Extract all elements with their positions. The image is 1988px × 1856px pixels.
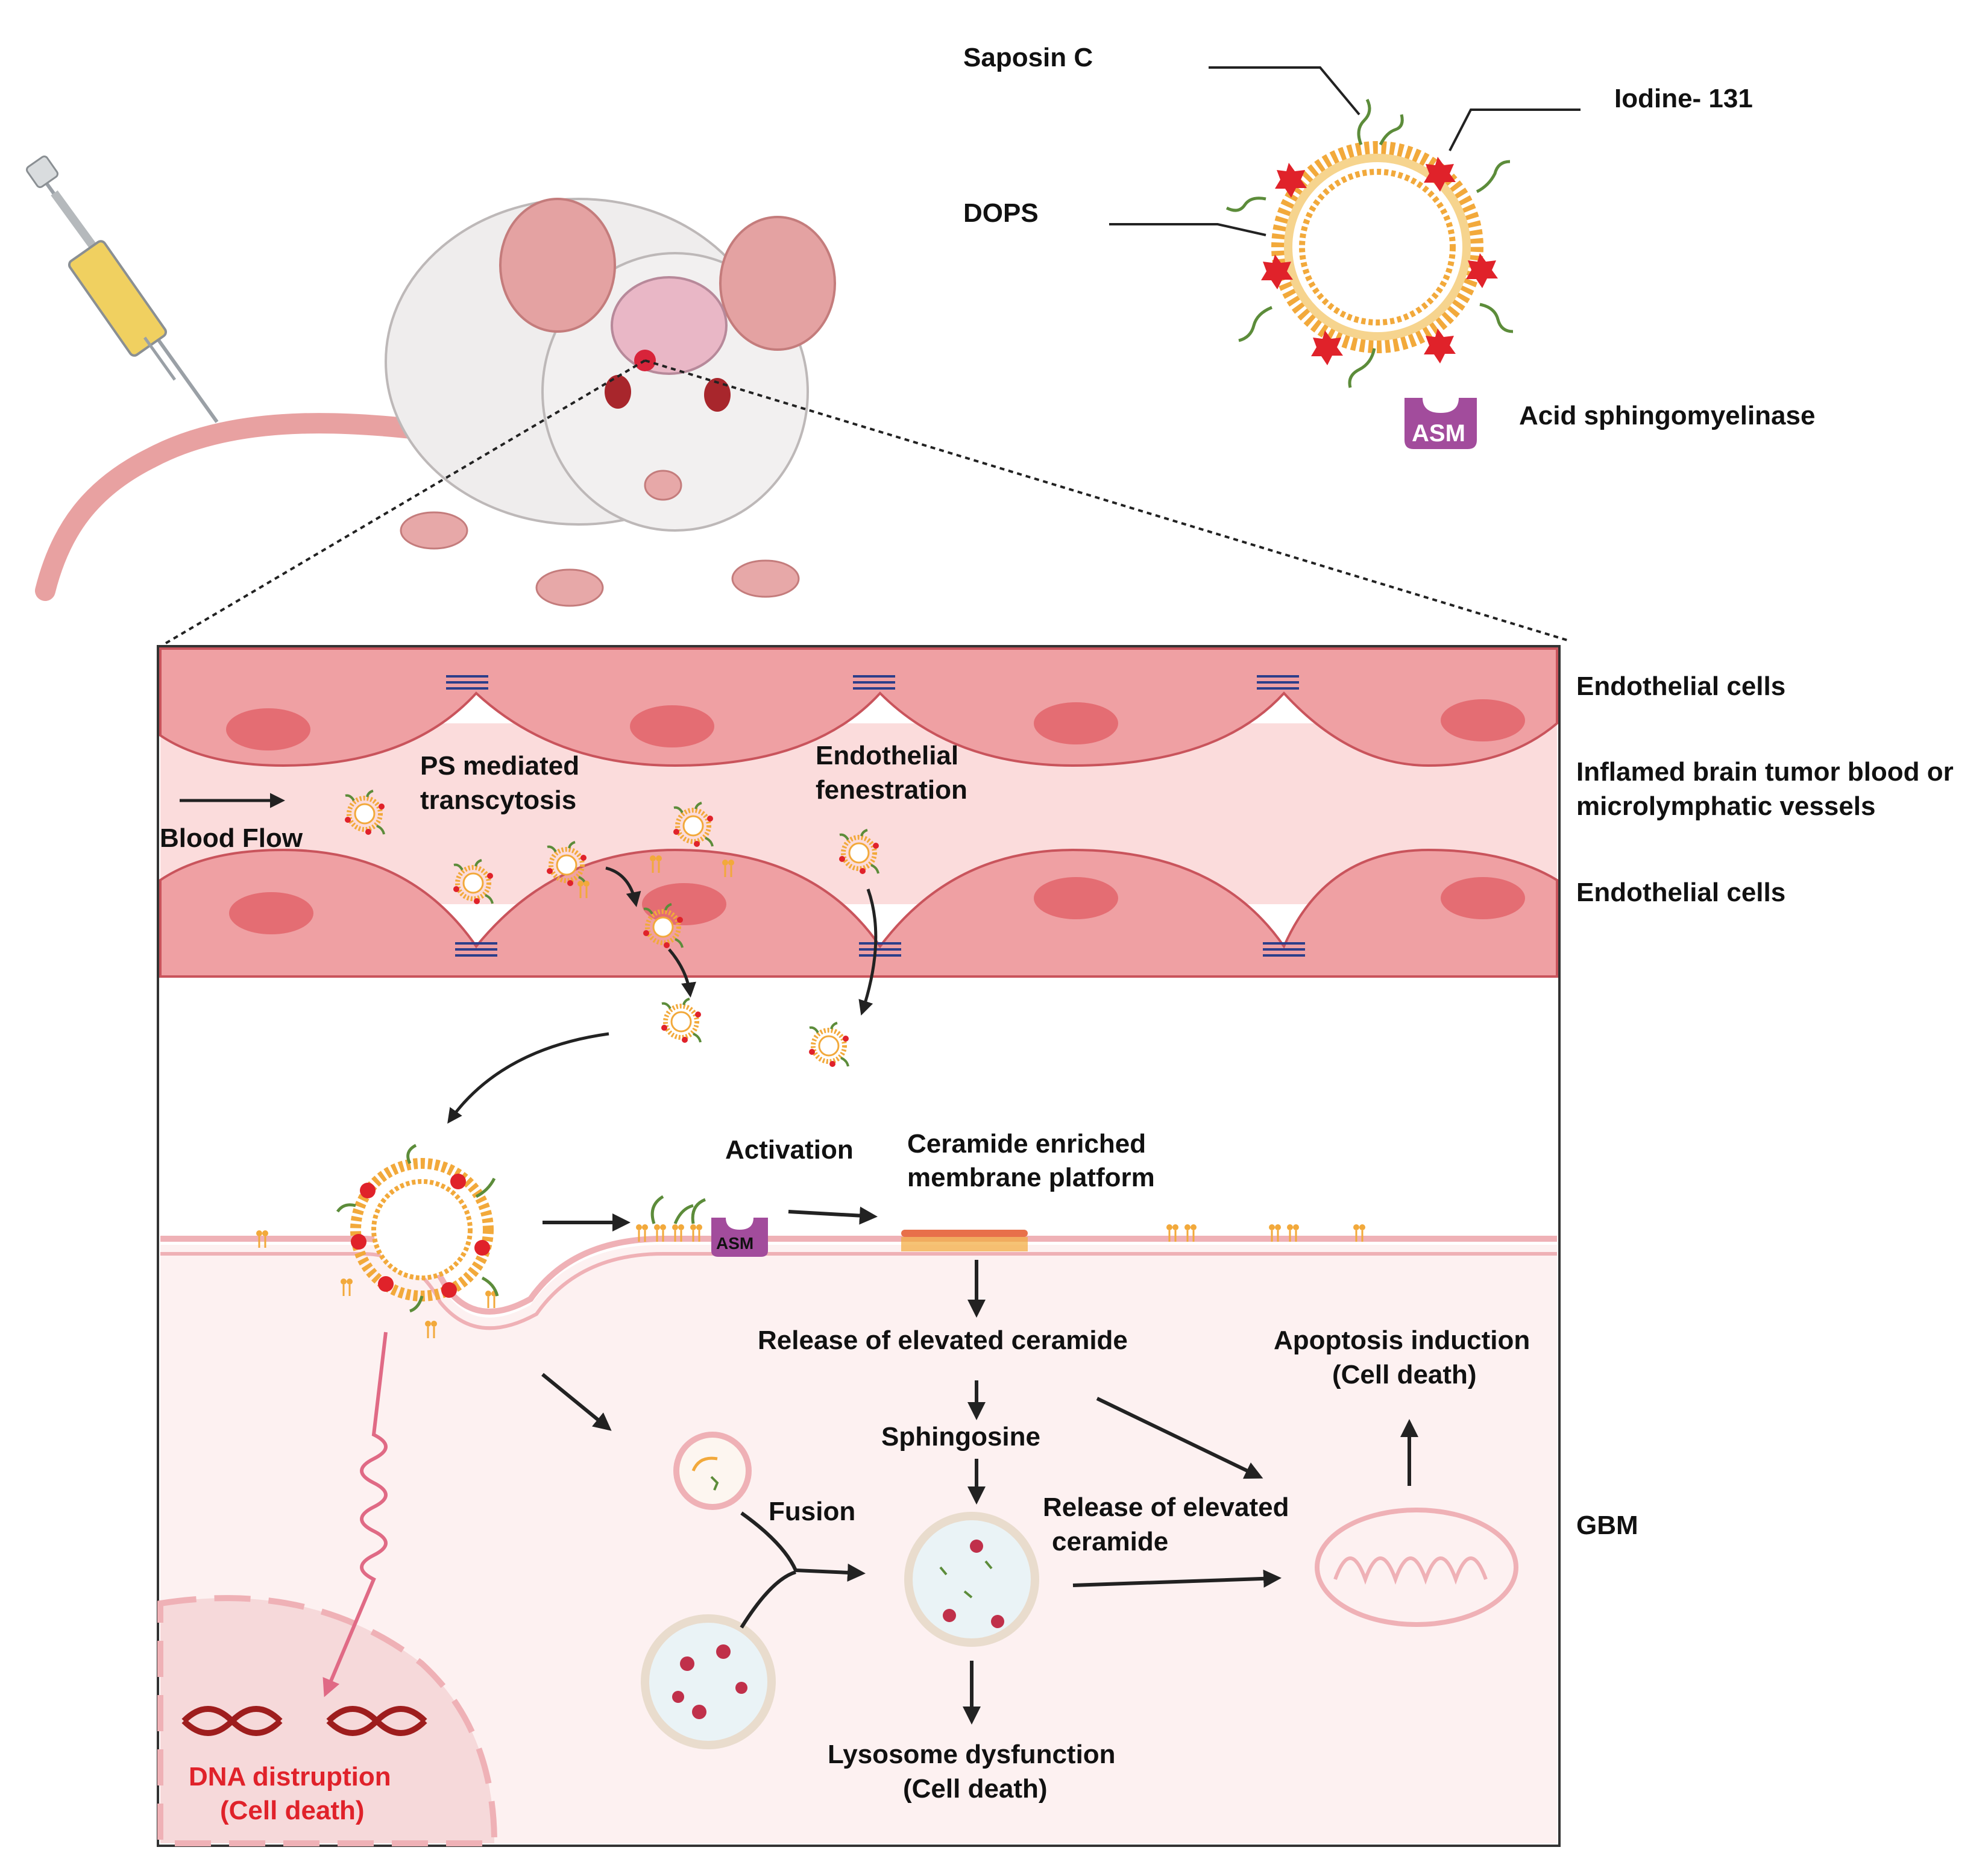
label-activation: Activation	[725, 1135, 854, 1165]
dna-helix-icon	[181, 1706, 427, 1736]
endothelial-cells-bottom	[159, 848, 1558, 978]
liposome-large	[1271, 141, 1483, 353]
label-gbm: GBM	[1576, 1511, 1638, 1540]
nucleus	[229, 892, 313, 934]
lysosome-vesicle	[641, 1614, 776, 1749]
nucleus	[1034, 702, 1118, 744]
label-saposin-c: Saposin C	[963, 43, 1093, 72]
gbm-cell	[157, 1236, 1557, 1846]
label-ps-line2: transcytosis	[420, 785, 576, 815]
syringe-icon	[26, 156, 219, 423]
label-blood-flow: Blood Flow	[160, 823, 303, 853]
label-apoptosis-line2: (Cell death)	[1332, 1360, 1477, 1389]
nucleus	[226, 708, 310, 750]
mitochondrion-icon	[1315, 1508, 1518, 1627]
label-vessel-line1: Inflamed brain tumor blood or	[1576, 757, 1954, 787]
dops-leader-line	[1109, 223, 1266, 236]
vessel-arrows	[180, 793, 878, 1124]
pathway-arrows	[541, 1206, 1418, 1725]
label-acid-sphingomyelinase: Acid sphingomyelinase	[1519, 401, 1815, 430]
iodine-131-star-markers	[1261, 157, 1498, 365]
nucleus	[1441, 699, 1525, 741]
label-fusion: Fusion	[769, 1497, 855, 1526]
label-dops: DOPS	[963, 198, 1039, 228]
label-sphingosine: Sphingosine	[881, 1422, 1040, 1452]
nanoparticle-legend: Saposin C Iodine- 131 DOPS Acid sphingom…	[963, 43, 1815, 449]
label-endothelial-bottom: Endothelial cells	[1576, 878, 1785, 907]
zoom-guide-lines	[162, 359, 1568, 646]
radiation-wave	[322, 1332, 388, 1697]
endothelial-cells-top	[159, 647, 1558, 767]
asm-label: ASM	[1412, 420, 1465, 447]
label-lysosome-line2: (Cell death)	[903, 1774, 1048, 1804]
liposome-at-membrane	[336, 1143, 499, 1313]
label-lysosome-line1: Lysosome dysfunction	[828, 1740, 1116, 1769]
label-dna-line1: DNA distruption	[189, 1762, 391, 1792]
label-release2-line2: ceramide	[1052, 1527, 1168, 1556]
saposin-asm-complex: ASM	[650, 1195, 768, 1257]
endosome-vesicle	[673, 1432, 752, 1510]
saposin-leader-line	[1209, 66, 1360, 116]
label-vessel-line2: microlymphatic vessels	[1576, 791, 1875, 821]
asm-enzyme-icon	[711, 1218, 768, 1257]
nucleus	[630, 705, 714, 747]
label-fenestration-line2: fenestration	[816, 775, 967, 805]
brain-icon	[611, 276, 728, 375]
asm-enzyme-icon: ASM	[1404, 398, 1477, 449]
label-apoptosis-line1: Apoptosis induction	[1274, 1326, 1530, 1355]
tight-junction-markers	[446, 675, 1299, 690]
saposin-c-chains	[1225, 98, 1514, 388]
ceramide-platform	[901, 1230, 1028, 1251]
label-ps-line1: PS mediated	[420, 751, 579, 781]
label-fenestration-line1: Endothelial	[816, 741, 958, 770]
fused-lysosome	[904, 1512, 1039, 1647]
label-ceramide-line2: membrane platform	[907, 1163, 1155, 1192]
nucleus	[1441, 877, 1525, 919]
label-endothelial-top: Endothelial cells	[1576, 672, 1785, 701]
mouse-illustration	[35, 198, 836, 607]
label-release2-line1: Release of elevated	[1043, 1493, 1289, 1522]
nucleus	[1034, 877, 1118, 919]
panel-labels: Endothelial cells Inflamed brain tumor b…	[160, 672, 1954, 1825]
label-release-elevated: Release of elevated ceramide	[758, 1326, 1128, 1355]
iodine-leader-line	[1449, 109, 1581, 151]
label-iodine-131: Iodine- 131	[1614, 84, 1753, 113]
nucleus-envelope	[157, 1595, 498, 1846]
label-ceramide-line1: Ceramide enriched	[907, 1129, 1146, 1159]
nucleus	[642, 883, 726, 925]
tight-junction-markers	[455, 942, 1305, 957]
label-dna-line2: (Cell death)	[220, 1796, 365, 1825]
asm-membrane-label: ASM	[716, 1234, 753, 1253]
